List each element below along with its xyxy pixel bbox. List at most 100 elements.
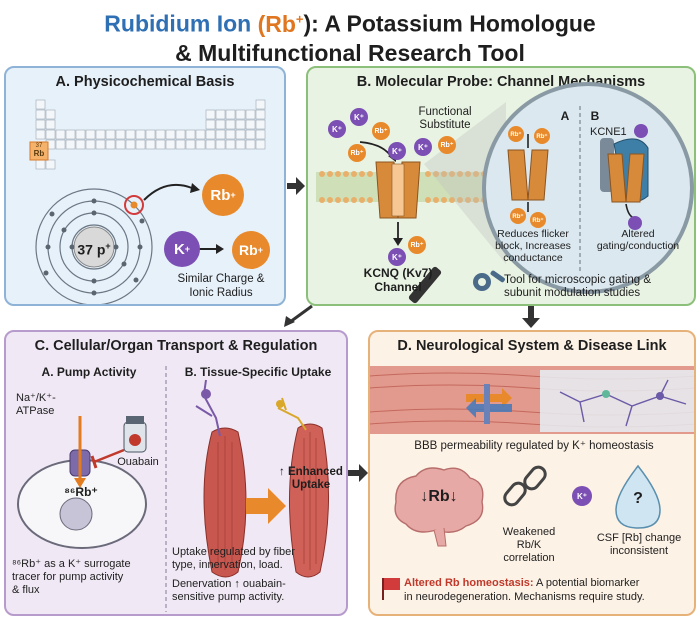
muscle-2 <box>288 423 330 578</box>
d-k-ion: K⁺ <box>572 486 592 506</box>
panel-physicochemical-basis: A. Physicochemical Basis <box>4 66 286 306</box>
panel-c-graphic <box>17 366 330 612</box>
electrons <box>43 198 145 296</box>
altered-line2: gating/conduction <box>596 240 680 252</box>
ionization-arrow <box>143 184 193 201</box>
panel-d-heading: D. Neurological System & Disease Link <box>397 338 667 354</box>
csf-line2: inconsistent <box>609 545 669 557</box>
neuron-1 <box>195 379 221 437</box>
rb-cell-label: 37 Rb <box>30 142 48 158</box>
similar-charge-text: Similar Charge & Ionic Radius <box>166 272 276 300</box>
rb-table-cell <box>29 141 49 161</box>
brain-rb-label: ↓Rb↓ <box>420 488 458 505</box>
weak-line1: Weakened <box>502 526 556 538</box>
tool-text: Tool for microscopic gating & subunit mo… <box>504 274 694 300</box>
atpase-label: Na⁺/K⁺- ATPase <box>16 392 76 418</box>
enhanced-uptake-label: ↑ Enhanced Uptake <box>276 466 346 492</box>
broken-chain-icon <box>503 465 547 507</box>
nucleus-label: 37 p+ <box>70 240 118 257</box>
title-rest: ): A Potassium Homologue <box>303 10 596 37</box>
cell-nucleus <box>59 497 93 531</box>
enhanced-line1: ↑ Enhanced <box>279 466 343 478</box>
reduces-line1: Reduces flicker <box>497 228 569 240</box>
title-line2: & Multifunctional Research Tool <box>175 39 525 66</box>
tissue-uptake-title: B. Tissue-Specific Uptake <box>184 365 332 379</box>
title-rb-symbol: (Rb+ <box>258 11 304 37</box>
rb-ion-1: Rb⁺ <box>372 122 390 140</box>
tool-line2: subunit modulation studies <box>504 287 641 299</box>
nucleus-text: 37 p <box>77 241 106 258</box>
reduces-line2: block, Increases <box>495 240 571 252</box>
title-rubidium-ion: Rubidium Ion <box>104 10 252 37</box>
brain-icon <box>394 467 484 533</box>
brain-tissue <box>540 370 694 432</box>
magnifier-beam <box>424 102 506 264</box>
atpase-line2: ATPase <box>16 405 55 417</box>
kcnq-channel <box>375 161 421 219</box>
rb-ion-text-2: Rb <box>239 242 258 258</box>
rb-cell-symbol: Rb <box>33 149 45 158</box>
tool-line1: Tool for microscopic gating & <box>504 274 652 286</box>
lens-rb-ion-3: Rb⁺ <box>510 208 526 224</box>
k-ion-1: K⁺ <box>328 120 346 138</box>
title-rb-sup: + <box>295 11 304 26</box>
weak-line3: correlation <box>503 552 555 564</box>
reg-line2: type, innervation, load. <box>172 559 283 571</box>
csf-drop-icon <box>615 464 661 529</box>
title-rb: (Rb <box>257 10 296 37</box>
kcne1-label: KCNE1 <box>590 126 627 138</box>
uptake-arrow <box>246 488 286 524</box>
weakened-correlation-text: Weakened Rb/K correlation <box>494 526 564 565</box>
reduces-flicker-text: Reduces flicker block, Increases conduct… <box>488 228 578 264</box>
pump-activity-title: A. Pump Activity <box>41 365 137 379</box>
rb-ion-badge-2: Rb+ <box>232 231 270 269</box>
altered-homeostasis-text: Altered Rb homeostasis: A potential biom… <box>404 576 694 604</box>
panel-a-heading: A. Physicochemical Basis <box>55 74 235 90</box>
valence-loss-ring <box>124 195 144 215</box>
lens-k-ion-1 <box>634 124 648 138</box>
rb-ion-3: Rb⁺ <box>438 136 456 154</box>
substitute-text: Substitute <box>419 119 471 131</box>
reg-line1: Uptake regulated by fiber <box>172 546 295 558</box>
similar-line2: Ionic Radius <box>189 287 253 299</box>
k-ion-3: K⁺ <box>388 142 406 160</box>
nucleus-sup: + <box>105 241 111 251</box>
page-title: Rubidium Ion (Rb+): A Potassium Homologu… <box>0 4 700 68</box>
sub-panel-b-label: B <box>590 109 600 123</box>
rb-ion-2: Rb⁺ <box>348 144 366 162</box>
uptake-regulation-text: Uptake regulated by fiber type, innervat… <box>172 546 346 604</box>
panel-a-graphic <box>29 99 266 304</box>
inhibition-line <box>93 448 125 464</box>
weak-line2: Rb/K <box>516 539 542 551</box>
rb-ion-4: Rb⁺ <box>408 236 426 254</box>
csf-line1: CSF [Rb] change <box>596 532 682 544</box>
warning-flag-icon <box>382 578 400 600</box>
lens-rb-ion-1: Rb⁺ <box>508 126 524 142</box>
valence-electron <box>130 201 138 209</box>
panel-cellular-transport: C. Cellular/Organ Transport & Regulation <box>4 330 348 616</box>
rb-ion-text: Rb <box>210 186 231 204</box>
k-ion-text: K <box>173 240 185 258</box>
rb-cell-number: 37 <box>35 143 43 149</box>
functional-text: Functional <box>418 106 472 118</box>
lens-k-ion-2 <box>628 216 642 230</box>
similar-line1: Similar Charge & <box>177 273 265 285</box>
wrench-gear-icon <box>473 270 505 291</box>
tracer-line3: & flux <box>12 584 40 596</box>
panel-d-graphic <box>370 366 694 600</box>
functional-substitute-label: Functional Substitute <box>408 106 482 132</box>
magnifier-handle <box>408 266 442 304</box>
altered-bold: Altered Rb homeostasis: <box>404 577 534 589</box>
channel-label: KCNQ (Kv7) Channel <box>338 266 458 294</box>
rb-ion-badge: Rb+ <box>202 174 244 216</box>
reg-line4: sensitive pump activity. <box>172 591 285 603</box>
periodic-table <box>35 99 266 170</box>
rb86-label: ⁸⁶Rb⁺ <box>64 485 98 499</box>
bbb-barrier <box>484 384 490 424</box>
k-ion-4: K⁺ <box>414 138 432 156</box>
sub-panel-a-label: A <box>560 109 570 123</box>
lens-rb-ion-4: Rb⁺ <box>530 212 546 228</box>
panel-c-heading: C. Cellular/Organ Transport & Regulation <box>34 338 318 354</box>
enhanced-line2: Uptake <box>291 479 331 491</box>
reg-line3: Denervation ↑ ouabain- <box>172 578 286 590</box>
